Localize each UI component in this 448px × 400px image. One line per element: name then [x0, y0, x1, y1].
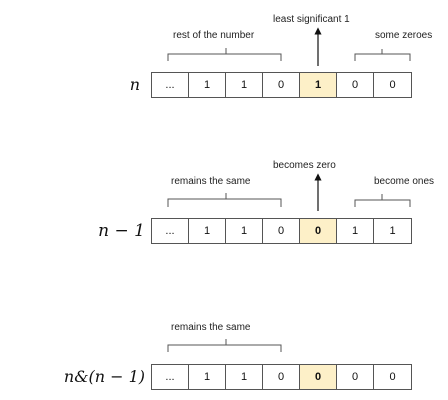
right-bracket-row1 — [354, 49, 411, 61]
bit-cell: 1 — [226, 365, 263, 389]
arrow-note-row1: least significant 1 — [273, 14, 350, 25]
highlighted-bit-cell: 0 — [300, 219, 337, 243]
bit-cell: ... — [152, 73, 189, 97]
right-note-row2: become ones — [374, 176, 435, 187]
right-bracket-row2 — [354, 194, 411, 207]
highlighted-bit-cell: 0 — [300, 365, 337, 389]
bit-cell: ... — [152, 365, 189, 389]
left-note-row2: remains the same — [171, 176, 251, 187]
left-bracket-row2 — [167, 193, 282, 207]
row-label-n: n — [129, 75, 140, 94]
bit-cell: 1 — [389, 225, 396, 237]
left-note-row3: remains the same — [171, 322, 251, 333]
bit-cells: ... 1 1 0 1 0 0 — [151, 72, 412, 98]
bit-cell: 0 — [337, 73, 374, 97]
bit-cell: 0 — [389, 371, 396, 383]
bit-cells: ... 1 1 0 0 0 0 — [151, 364, 412, 390]
left-bracket-row1 — [167, 48, 282, 61]
right-note-row1: some zeroes — [375, 30, 433, 41]
bit-cell: 1 — [337, 219, 374, 243]
bit-cell: 1 — [226, 73, 263, 97]
bit-cell: 0 — [263, 219, 300, 243]
bit-row-n-and-n-minus-1: n&(n − 1) ... 1 1 0 0 0 0 — [0, 364, 448, 390]
bit-cell: 1 — [189, 73, 226, 97]
bit-row-n-minus-1: n − 1 ... 1 1 0 0 1 1 — [0, 218, 448, 244]
arrow-note-row2: becomes zero — [273, 160, 336, 171]
row-label-n-and-n-minus-1: n&(n − 1) — [63, 367, 145, 386]
bit-cell: 0 — [389, 79, 396, 91]
row-label-n-minus-1: n − 1 — [98, 221, 145, 241]
bit-cell: 1 — [189, 219, 226, 243]
left-note-row1: rest of the number — [173, 30, 255, 41]
bit-row-n: n ... 1 1 0 1 0 0 — [0, 72, 448, 98]
bit-cell: 1 — [226, 219, 263, 243]
highlighted-bit-cell: 1 — [300, 73, 337, 97]
bit-cell: 0 — [263, 73, 300, 97]
bit-cell: 0 — [263, 365, 300, 389]
bit-cell: ... — [152, 219, 189, 243]
bit-cell: 1 — [189, 365, 226, 389]
left-bracket-row3 — [167, 339, 282, 352]
bit-cells: ... 1 1 0 0 1 1 — [151, 218, 412, 244]
bit-cell: 0 — [337, 365, 374, 389]
